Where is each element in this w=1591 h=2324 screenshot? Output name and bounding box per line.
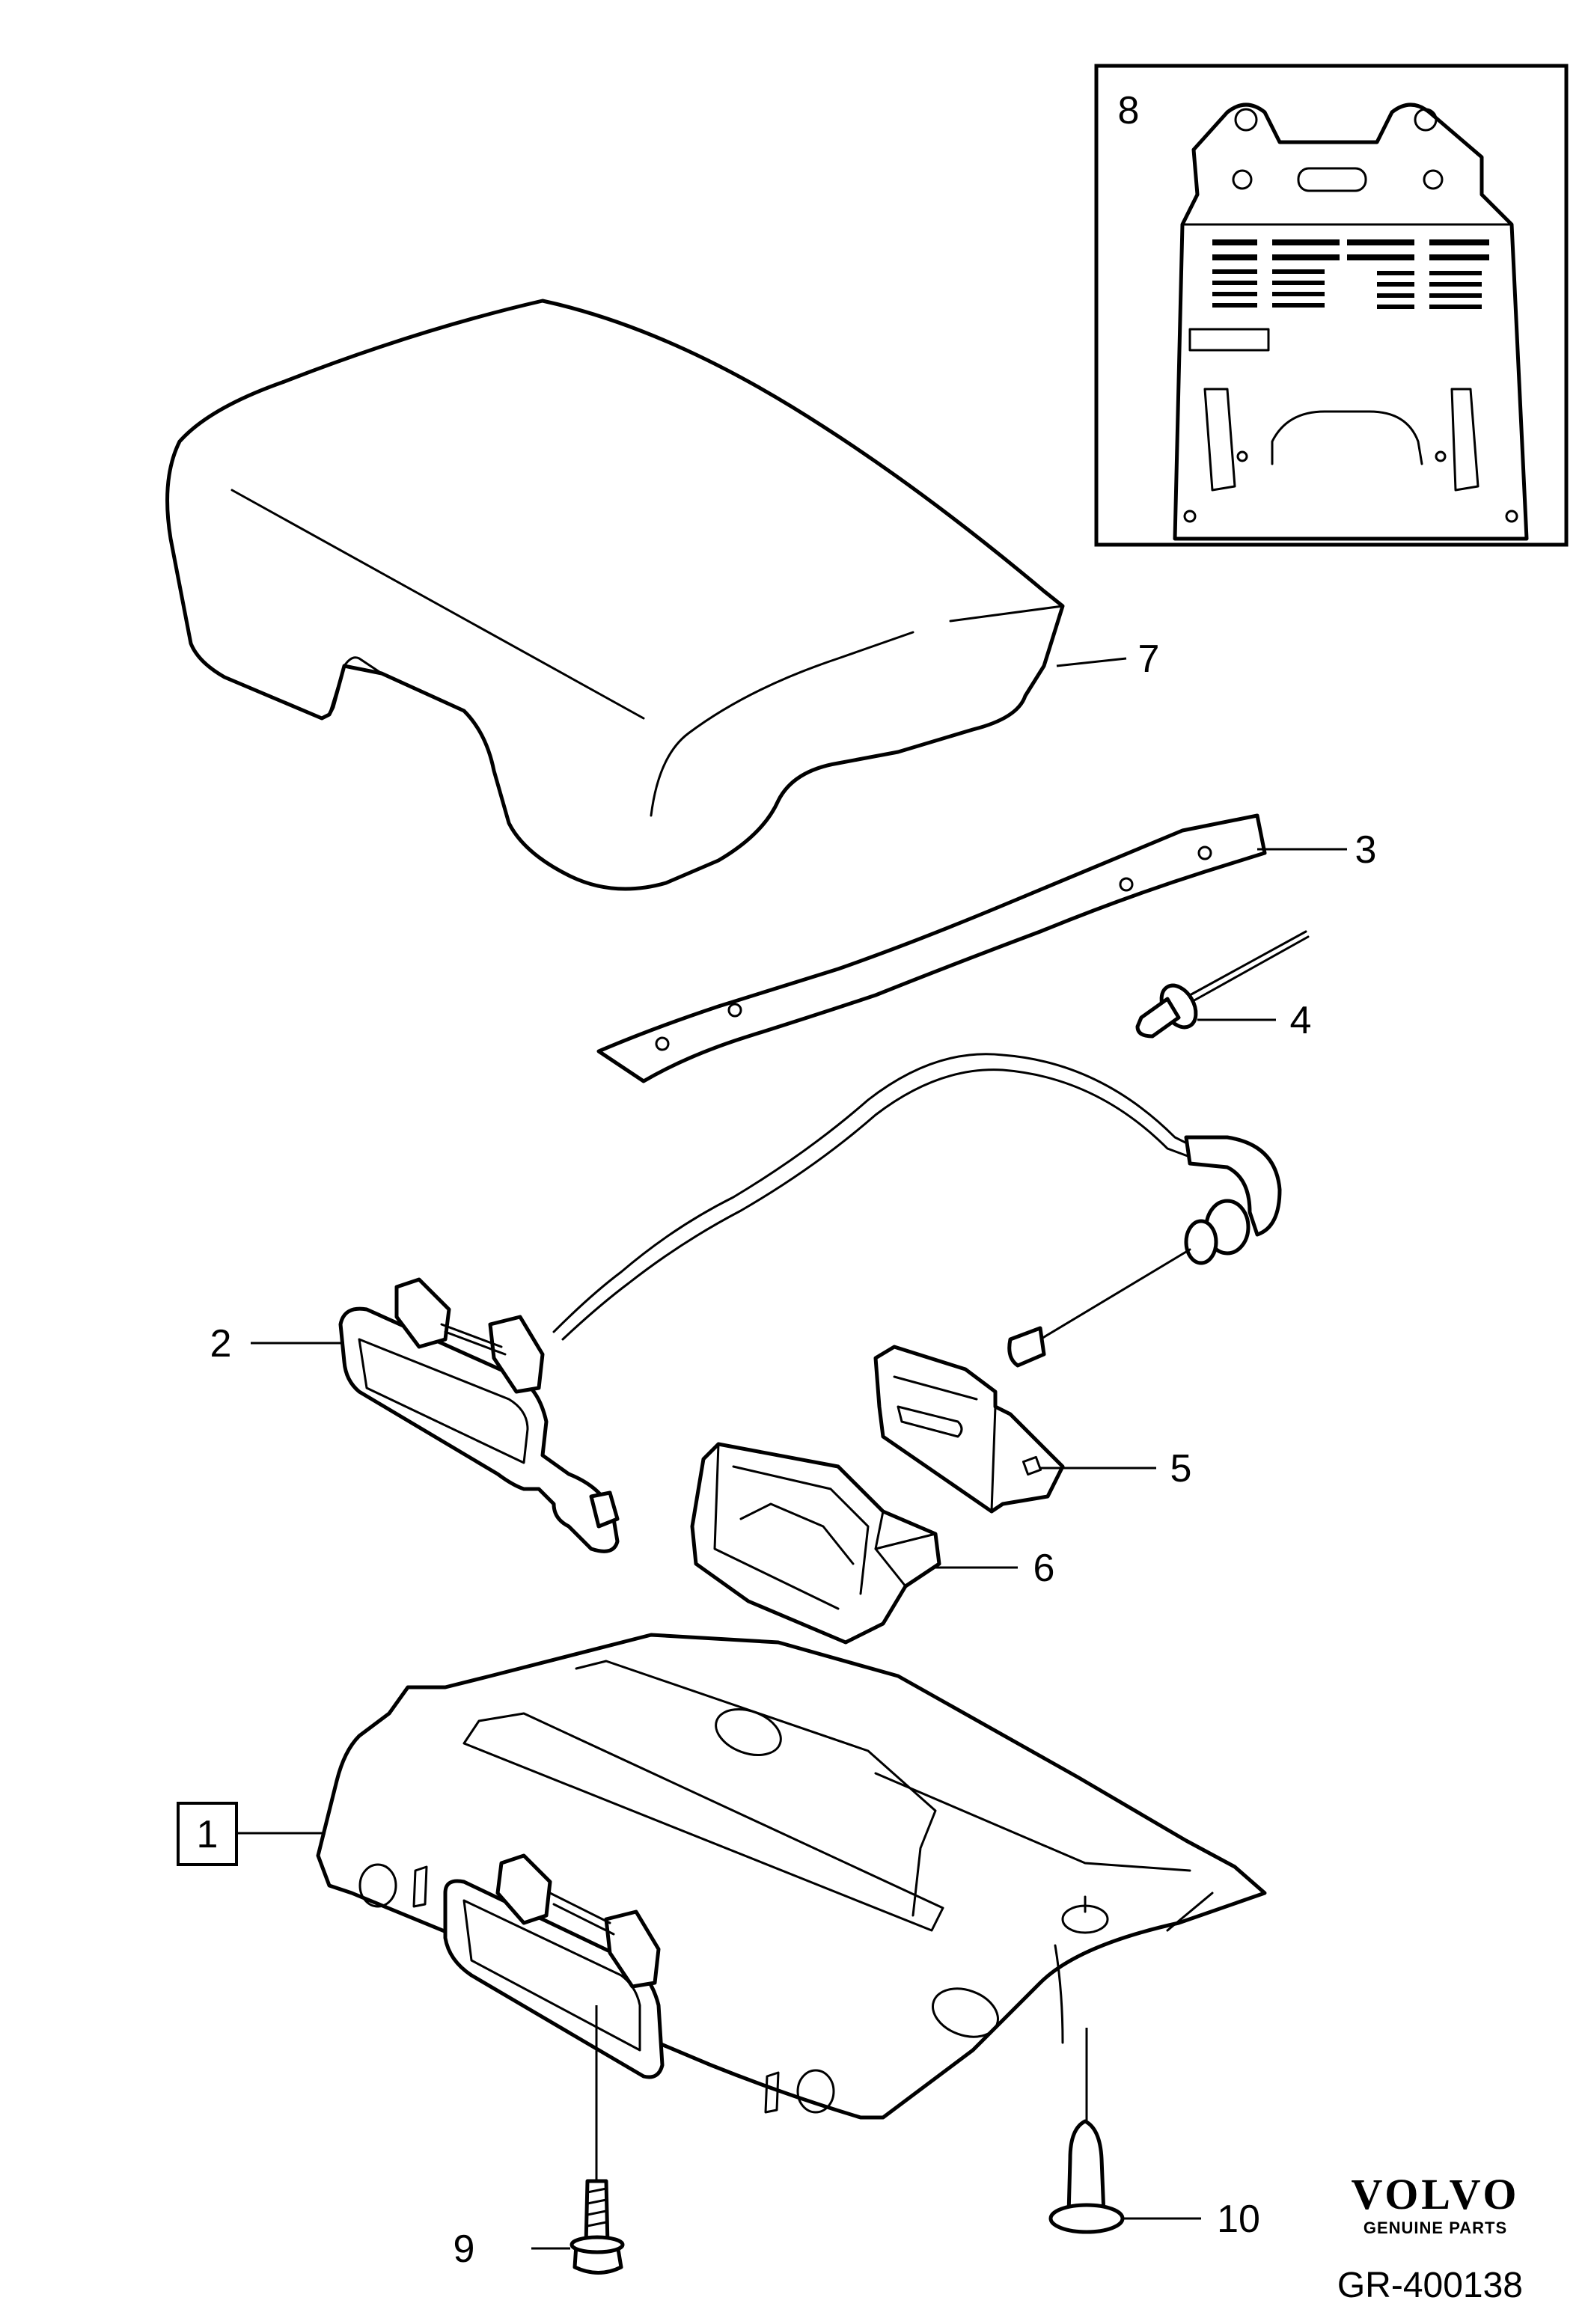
label-text-block-right (1347, 239, 1489, 309)
callout-1-box (177, 1802, 238, 1866)
callout-4: 4 (1290, 999, 1312, 1042)
callout-5: 5 (1170, 1447, 1192, 1490)
part-3-strap (596, 813, 1267, 1083)
callout-6: 6 (1033, 1547, 1055, 1590)
label-text-block-left (1212, 239, 1340, 308)
volvo-logo: VOLVO GENUINE PARTS (1351, 2170, 1519, 2237)
callout-8: 8 (1118, 89, 1140, 132)
part-6-handle-housing (690, 1442, 941, 1645)
callout-2: 2 (210, 1322, 232, 1366)
callout-9: 9 (454, 2227, 475, 2271)
cushion-outline (165, 299, 1065, 891)
callouts: 1 2 3 4 5 6 7 8 9 10 (177, 89, 1377, 2271)
release-cable (552, 1053, 1282, 1368)
part-1-base-cover (316, 1633, 1267, 2120)
base-cover-outline (316, 1633, 1267, 2120)
callout-10: 10 (1217, 2198, 1260, 2241)
callout-1: 1 (197, 1813, 219, 1856)
callout-3: 3 (1355, 828, 1377, 872)
reference-number: GR-400138 (1337, 2266, 1523, 2305)
strap-outline (596, 813, 1267, 1083)
part-4-rivet (1135, 930, 1310, 1039)
callout-7: 7 (1138, 637, 1160, 681)
brand-name: VOLVO (1351, 2170, 1519, 2218)
bracket-outline (873, 1345, 1065, 1514)
label-sheet (1173, 103, 1529, 541)
part-5-bracket (873, 1345, 1065, 1514)
part-10-clip (1048, 2119, 1125, 2234)
part-2-release-handle (338, 1277, 620, 1553)
part-8-label-inset (1094, 64, 1569, 547)
part-7-armrest-cushion (165, 299, 1065, 891)
leader-lines (236, 657, 1347, 2250)
part-9-screw (569, 2179, 625, 2275)
brand-tagline: GENUINE PARTS (1364, 2218, 1507, 2237)
